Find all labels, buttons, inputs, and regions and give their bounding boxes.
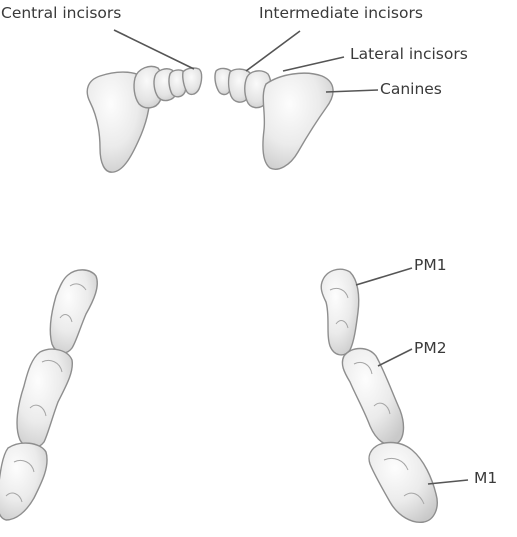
label-canines: Canines xyxy=(380,82,442,98)
leader-pm2 xyxy=(378,349,412,366)
right-lower-premolar-1 xyxy=(321,269,359,355)
leader-lateral-incisors xyxy=(283,57,344,71)
leader-canines xyxy=(326,90,378,92)
label-m1: M1 xyxy=(474,471,497,487)
left-lower-premolar-1 xyxy=(50,270,97,353)
label-intermediate-incisors: Intermediate incisors xyxy=(259,6,423,22)
right-lower-molar xyxy=(369,443,437,523)
label-pm2: PM2 xyxy=(414,341,447,357)
leader-central-incisors xyxy=(114,30,194,69)
leader-pm1 xyxy=(356,268,412,285)
left-central-incisor xyxy=(183,68,202,94)
leader-intermediate-incisors xyxy=(246,31,300,71)
left-lower-premolar-2 xyxy=(17,349,72,448)
right-canine xyxy=(263,73,333,169)
label-central-incisors: Central incisors xyxy=(1,6,121,22)
leader-m1 xyxy=(428,480,468,484)
left-lower-molar xyxy=(0,443,47,520)
label-lateral-incisors: Lateral incisors xyxy=(350,47,468,63)
right-lower-premolar-2 xyxy=(342,349,403,446)
label-pm1: PM1 xyxy=(414,258,447,274)
